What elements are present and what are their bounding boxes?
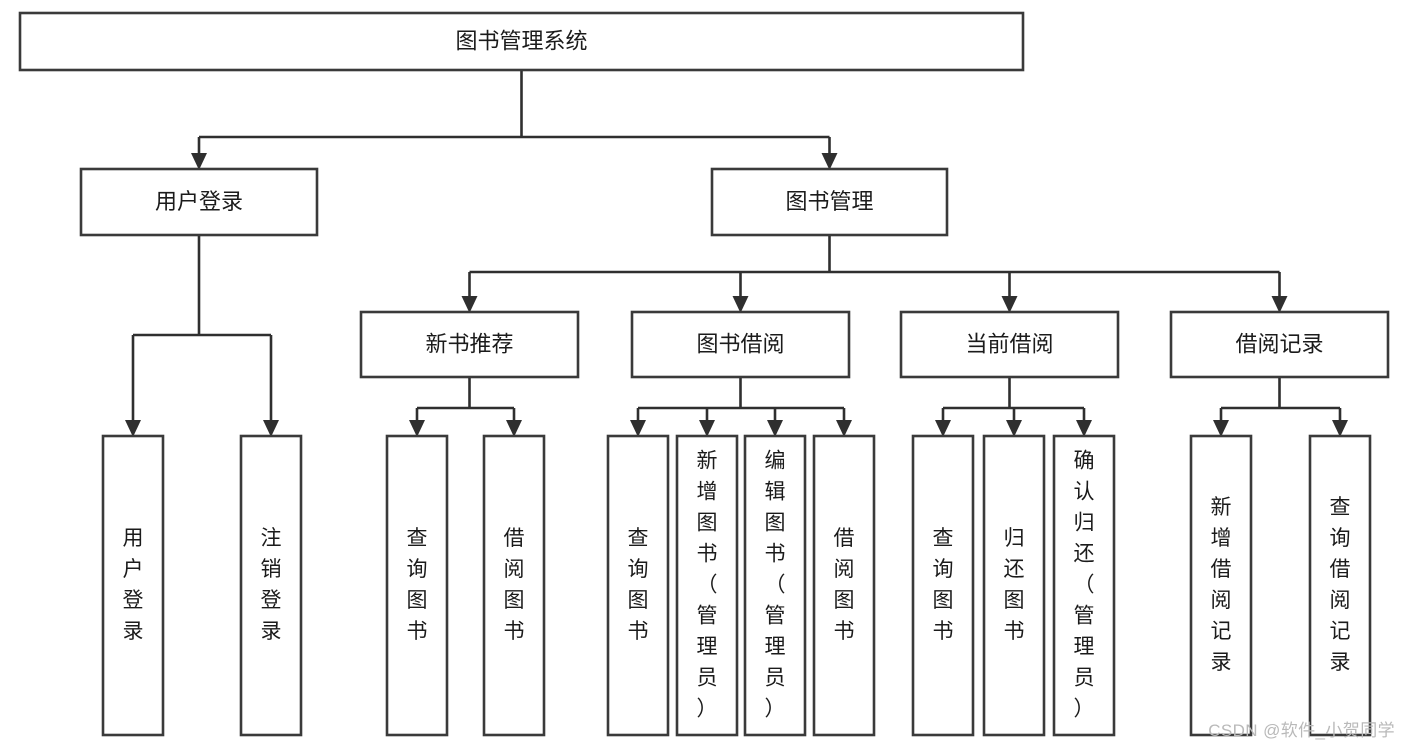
node-new-book-recommend[interactable]: 新书推荐 xyxy=(359,310,580,379)
node-box[interactable] xyxy=(1052,434,1116,737)
node-label: 图书借阅 xyxy=(696,331,784,356)
node-box[interactable] xyxy=(482,434,546,737)
arrow-head-icon xyxy=(1001,296,1018,313)
node-label: 查询图书 xyxy=(628,527,649,643)
arrow-head-icon xyxy=(1006,420,1022,437)
node-box[interactable] xyxy=(385,434,449,737)
node-label: 图书管理 xyxy=(785,189,873,214)
node-box[interactable] xyxy=(812,434,876,737)
node-label: 新增图书（管理员） xyxy=(697,450,718,721)
node-box[interactable] xyxy=(239,434,303,737)
node-leaf-borrow-book-recommend[interactable]: 借阅图书 xyxy=(482,434,546,737)
node-book-management[interactable]: 图书管理 xyxy=(710,167,949,237)
arrow-head-icon xyxy=(630,420,646,437)
node-user-login[interactable]: 用户登录 xyxy=(79,167,319,237)
connector-group xyxy=(935,377,1092,437)
node-leaf-query-book-borrow[interactable]: 查询图书 xyxy=(606,434,670,737)
node-label: 借阅图书 xyxy=(834,527,855,643)
node-box[interactable] xyxy=(101,434,165,737)
connector-group xyxy=(409,377,522,437)
arrow-head-icon xyxy=(506,420,522,437)
arrow-head-icon xyxy=(125,420,141,437)
arrow-head-icon xyxy=(767,420,783,437)
node-box[interactable] xyxy=(1189,434,1253,737)
node-label: 查询借阅记录 xyxy=(1330,496,1351,674)
arrow-head-icon xyxy=(263,420,279,437)
node-box[interactable] xyxy=(1308,434,1372,737)
node-box[interactable] xyxy=(675,434,739,737)
arrow-head-icon xyxy=(699,420,715,437)
node-label: 用户登录 xyxy=(155,189,243,214)
node-label: 查询图书 xyxy=(407,527,428,643)
connector-group xyxy=(1213,377,1348,437)
node-box[interactable] xyxy=(899,310,1120,379)
node-label: 新书推荐 xyxy=(425,331,513,356)
node-label: 查询图书 xyxy=(933,527,954,643)
node-box[interactable] xyxy=(911,434,975,737)
node-label: 借阅记录 xyxy=(1235,331,1323,356)
node-book-borrow[interactable]: 图书借阅 xyxy=(630,310,851,379)
node-box[interactable] xyxy=(710,167,949,237)
arrow-head-icon xyxy=(409,420,425,437)
arrow-head-icon xyxy=(821,153,838,170)
node-label: 当前借阅 xyxy=(965,331,1053,356)
node-leaf-add-borrow-record[interactable]: 新增借阅记录 xyxy=(1189,434,1253,737)
node-leaf-query-borrow-record[interactable]: 查询借阅记录 xyxy=(1308,434,1372,737)
node-box[interactable] xyxy=(743,434,807,737)
node-box[interactable] xyxy=(630,310,851,379)
arrow-head-icon xyxy=(935,420,951,437)
arrow-head-icon xyxy=(836,420,852,437)
arrow-head-icon xyxy=(1332,420,1348,437)
arrow-head-icon xyxy=(732,296,749,313)
node-box[interactable] xyxy=(79,167,319,237)
connector-group xyxy=(191,70,838,170)
node-root[interactable]: 图书管理系统 xyxy=(18,11,1025,72)
connector-layer xyxy=(125,70,1348,437)
node-box[interactable] xyxy=(606,434,670,737)
node-leaf-query-book-current[interactable]: 查询图书 xyxy=(911,434,975,737)
arrow-head-icon xyxy=(191,153,207,170)
arrow-head-icon xyxy=(1213,420,1229,437)
node-box[interactable] xyxy=(359,310,580,379)
node-leaf-borrow-book[interactable]: 借阅图书 xyxy=(812,434,876,737)
node-label: 新增借阅记录 xyxy=(1211,496,1232,674)
node-label: 用户登录 xyxy=(123,527,144,643)
node-label: 归还图书 xyxy=(1004,527,1025,643)
node-box[interactable] xyxy=(982,434,1046,737)
node-box[interactable] xyxy=(18,11,1025,72)
node-label: 确认归还（管理员） xyxy=(1074,450,1095,721)
node-leaf-add-book[interactable]: 新增图书（管理员） xyxy=(675,434,739,737)
node-current-borrow[interactable]: 当前借阅 xyxy=(899,310,1120,379)
arrow-head-icon xyxy=(461,296,478,313)
arrow-head-icon xyxy=(1076,420,1092,437)
node-leaf-edit-book[interactable]: 编辑图书（管理员） xyxy=(743,434,807,737)
node-leaf-query-book-recommend[interactable]: 查询图书 xyxy=(385,434,449,737)
node-label: 编辑图书（管理员） xyxy=(765,450,786,721)
node-label: 注销登录 xyxy=(261,527,282,643)
connector-group xyxy=(630,377,852,437)
node-leaf-logout[interactable]: 注销登录 xyxy=(239,434,303,737)
connector-group xyxy=(125,235,279,437)
node-leaf-confirm-return[interactable]: 确认归还（管理员） xyxy=(1052,434,1116,737)
node-leaf-user-login[interactable]: 用户登录 xyxy=(101,434,165,737)
node-layer: 图书管理系统用户登录图书管理新书推荐图书借阅当前借阅借阅记录用户登录注销登录查询… xyxy=(18,11,1390,737)
node-borrow-record[interactable]: 借阅记录 xyxy=(1169,310,1390,379)
node-box[interactable] xyxy=(1169,310,1390,379)
arrow-head-icon xyxy=(1271,296,1288,313)
connector-group xyxy=(461,235,1288,313)
node-label: 借阅图书 xyxy=(504,527,525,643)
node-label: 图书管理系统 xyxy=(455,28,587,53)
node-leaf-return-book[interactable]: 归还图书 xyxy=(982,434,1046,737)
